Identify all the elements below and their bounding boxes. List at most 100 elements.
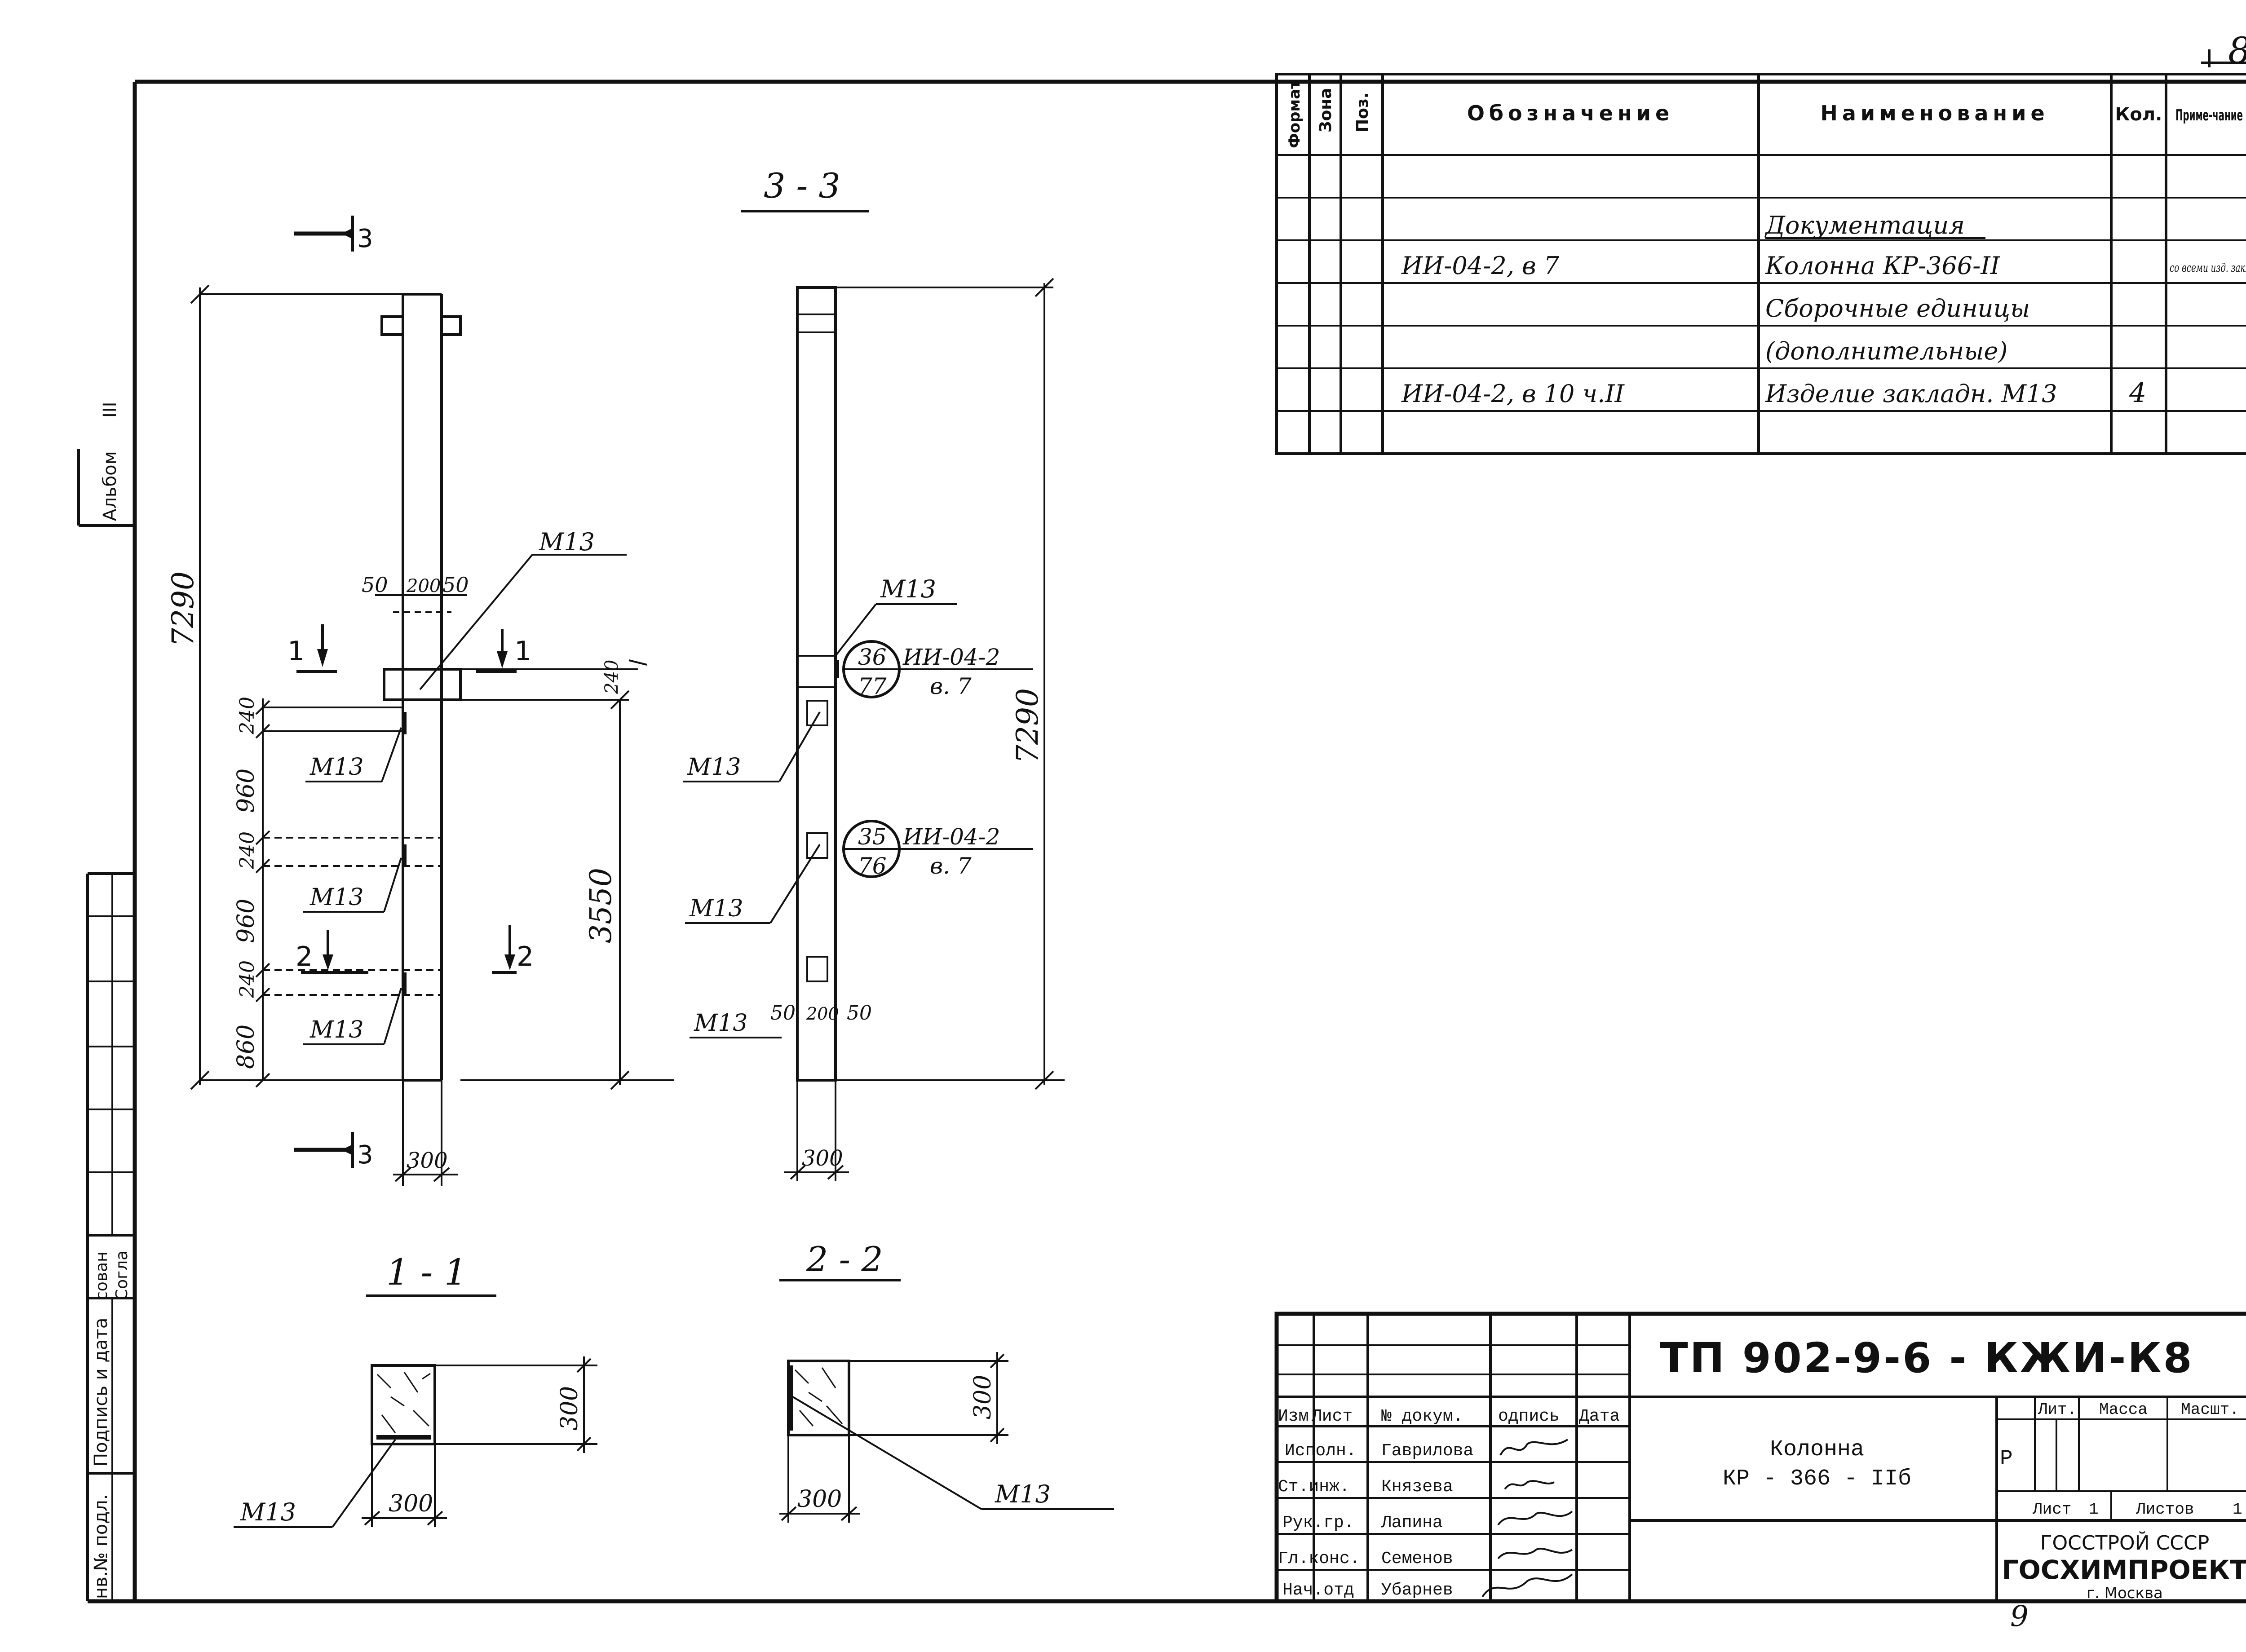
spec-row-name: Документация [1764, 211, 1965, 239]
m13-label: М13 [689, 895, 743, 922]
ref-77: 77 [858, 673, 887, 699]
spec-row-name: (дополнительные) [1765, 337, 2007, 365]
spec-row-note: со всеми изд. закл [2170, 261, 2246, 275]
product-line2: КР - 366 - IIб [1723, 1466, 1911, 1492]
section-2-2-title: 2 - 2 [806, 1239, 883, 1279]
stamp-sovan: сован [93, 1251, 111, 1300]
album-number: III [100, 402, 120, 418]
title-block: ТП 902-9-6 - КЖИ-К8 Изм Лист № докум. од… [1274, 1312, 2246, 1603]
spec-row: ИИ-04-2, в 7 Колонна КР-366-II со всеми … [1401, 252, 2246, 280]
dim-50-right: 50 [442, 573, 469, 597]
tb-sheets-label: Листов [2135, 1500, 2194, 1519]
dim-960-a: 960 [233, 769, 260, 813]
dim-860: 860 [233, 1025, 260, 1069]
section-1-1: 1 - 1 300 300 М13 [234, 1251, 597, 1528]
spec-row: (дополнительные) [1765, 337, 2007, 365]
spec-row: Сборочные единицы [1765, 294, 2030, 322]
spec-row-name: Изделие закладн. М13 [1765, 380, 2057, 408]
dim-300-s11-h: 300 [389, 1490, 433, 1517]
dim-240-a: 240 [236, 697, 259, 735]
spec-row: ИИ-04-2, в 10 ч.II Изделие закладн. М13 … [1401, 377, 2146, 409]
ref-35: 35 [858, 824, 887, 850]
tb-role: Исполн. [1285, 1441, 1357, 1461]
spec-header-name: Наименование [1820, 101, 2049, 125]
spec-row: Документация [1764, 211, 1985, 239]
left-stamp: сован Согла Подпись и дата нв.№ подл. [86, 872, 135, 1601]
dim-3550: 3550 [584, 868, 618, 943]
dim-240-c: 240 [236, 960, 259, 998]
ref-series-a: ИИ-04-2 [902, 644, 1000, 670]
tb-mass-label: Масса [2099, 1400, 2148, 1419]
section-mark-1-right: 1 [514, 636, 531, 667]
dim-50-s33-right: 50 [847, 1002, 872, 1025]
section-mark-2-right: 2 [517, 941, 534, 972]
spec-row-name: Колонна КР-366-II [1765, 252, 2001, 280]
m13-label: М13 [309, 1016, 363, 1043]
spec-row-designation: ИИ-04-2, в 7 [1401, 252, 1560, 280]
tb-scale-label: Масшт. [2181, 1400, 2239, 1419]
dim-960-b: 960 [233, 899, 260, 943]
tb-sheet-value: 1 [2089, 1500, 2099, 1519]
tb-sheets-value: 1 [2233, 1500, 2242, 1519]
sheet-number: 8 [2228, 30, 2246, 71]
album-label: Альбом III [77, 402, 135, 527]
dim-300-bottom: 300 [407, 1148, 448, 1173]
tb-person: Убарнев [1381, 1581, 1453, 1600]
section-3-3-title: 3 - 3 [764, 166, 840, 206]
stamp-sogl: Согла [113, 1250, 131, 1300]
section-mark-2-left: 2 [296, 941, 313, 972]
stamp-signature-date: Подпись и дата [91, 1318, 111, 1466]
m13-label: М13 [240, 1498, 296, 1526]
spec-row-qty: 4 [2129, 377, 2146, 409]
dim-7290-left: 7290 [166, 571, 200, 647]
org-name-2: ГОСХИМПРОЕКТ [2002, 1555, 2246, 1585]
org-city: г. Москва [2087, 1584, 2163, 1602]
tb-lit-value: Р [2000, 1447, 2013, 1471]
sheet-frame: 8 9 [88, 30, 2246, 1633]
page-number: 9 [2010, 1600, 2029, 1633]
m13-label: М13 [694, 1010, 747, 1037]
ref-36: 36 [858, 644, 887, 670]
section-mark-3-top: 3 [357, 224, 373, 253]
spec-row-designation: ИИ-04-2, в 10 ч.II [1401, 380, 1625, 408]
dim-200-s33: 200 [806, 1004, 839, 1024]
m13-label: М13 [995, 1480, 1051, 1508]
section-3-3: 3 - 3 7290 М13 36 77 ИИ-04-2 в. 7 35 76 [683, 166, 1065, 1181]
m13-label: М13 [880, 575, 936, 603]
spec-header-format: Формат [1286, 80, 1304, 148]
tb-role: Гл.конс. [1278, 1549, 1360, 1568]
section-mark-1-left: 1 [287, 636, 305, 667]
m13-label: М13 [539, 528, 595, 556]
section-mark-3-bottom: 3 [357, 1140, 373, 1170]
tb-person: Лапина [1381, 1513, 1443, 1533]
m13-label: М13 [309, 754, 363, 781]
dim-300-s22-v: 300 [969, 1375, 996, 1419]
signatures [1481, 1439, 1573, 1598]
tb-person: Семенов [1381, 1549, 1453, 1568]
tb-hdr-izm: Изм [1278, 1407, 1309, 1426]
spec-header-designation: Обозначение [1467, 101, 1674, 125]
tb-role: Ст.инж. [1278, 1477, 1350, 1497]
spec-row-name: Сборочные единицы [1765, 294, 2030, 322]
dim-240-right: 240 [601, 660, 622, 694]
ref-76: 76 [858, 853, 887, 879]
product-line1: Колонна [1770, 1437, 1864, 1462]
dim-300-s11-v: 300 [556, 1386, 583, 1431]
album-label-text: Альбом [100, 451, 120, 521]
spec-header-note: Приме-чание [2175, 106, 2243, 124]
tb-person: Гаврилова [1381, 1441, 1473, 1461]
dim-300-s33: 300 [802, 1146, 843, 1171]
ref-series-b: ИИ-04-2 [902, 824, 1000, 850]
dim-300-s22-h: 300 [797, 1486, 842, 1513]
tb-person: Князева [1381, 1477, 1453, 1497]
spec-header-zone: Зона [1317, 88, 1335, 133]
spec-header-qty: Кол. [2115, 104, 2162, 125]
m13-label: М13 [309, 884, 363, 911]
section-1-1-title: 1 - 1 [386, 1251, 467, 1293]
tb-hdr-sign: одпись [1498, 1407, 1560, 1426]
section-2-2: 2 - 2 300 300 М13 [779, 1239, 1114, 1523]
dim-200-top: 200 [406, 576, 441, 596]
org-name-1: ГОССТРОЙ СССР [2040, 1531, 2210, 1555]
tb-sheet-label: Лист [2032, 1500, 2071, 1519]
